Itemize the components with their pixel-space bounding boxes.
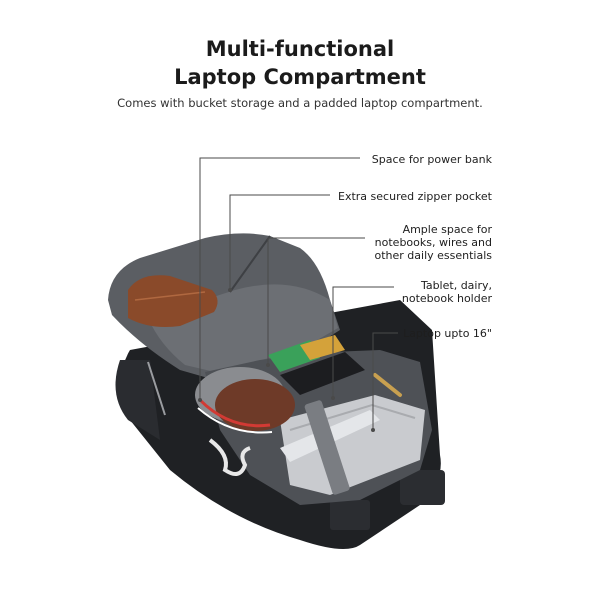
white-cables (208, 438, 251, 476)
phone (280, 352, 365, 395)
side-mesh-pocket (115, 360, 160, 440)
leader-dot (331, 396, 335, 400)
callout-ample-space-line-2: notebooks, wires and (374, 236, 492, 249)
leader-zipper-pocket (229, 194, 330, 290)
page-subtitle: Comes with bucket storage and a padded l… (117, 96, 483, 110)
callout-zipper-pocket: Extra secured zipper pocket (338, 190, 492, 203)
leader-dot (371, 428, 375, 432)
page-title-line-2: Laptop Compartment (174, 65, 426, 89)
side-strap (400, 470, 445, 505)
page-title-line-1: Multi-functional (205, 37, 395, 61)
callout-tablet-holder-line-1: Tablet, dairy, (420, 279, 492, 292)
callout-ample-space-line-3: other daily essentials (374, 249, 492, 262)
leader-power-bank (199, 157, 360, 400)
leader-dot (198, 398, 202, 402)
pen (373, 373, 402, 397)
yellow-card (300, 335, 345, 360)
callout-tablet-holder: Tablet, dairy, notebook holder (402, 279, 492, 305)
wallet (128, 275, 218, 327)
callout-laptop: Laptop upto 16" (403, 327, 492, 340)
holder-strap (304, 400, 350, 495)
callout-tablet-holder-line-2: notebook holder (401, 292, 492, 305)
callout-power-bank: Space for power bank (371, 153, 492, 166)
leader-laptop (372, 332, 398, 430)
leader-lines (199, 157, 398, 430)
brand-label (147, 361, 166, 416)
flap-seam (229, 235, 271, 293)
leader-dot (228, 288, 232, 292)
callout-ample-space: Ample space for notebooks, wires and oth… (374, 223, 492, 262)
leader-dot (266, 363, 270, 367)
bottom-strap (330, 500, 370, 530)
callout-ample-space-line-1: Ample space for (402, 223, 492, 236)
leader-tablet-holder (332, 286, 394, 398)
leader-ample-space (267, 237, 365, 365)
